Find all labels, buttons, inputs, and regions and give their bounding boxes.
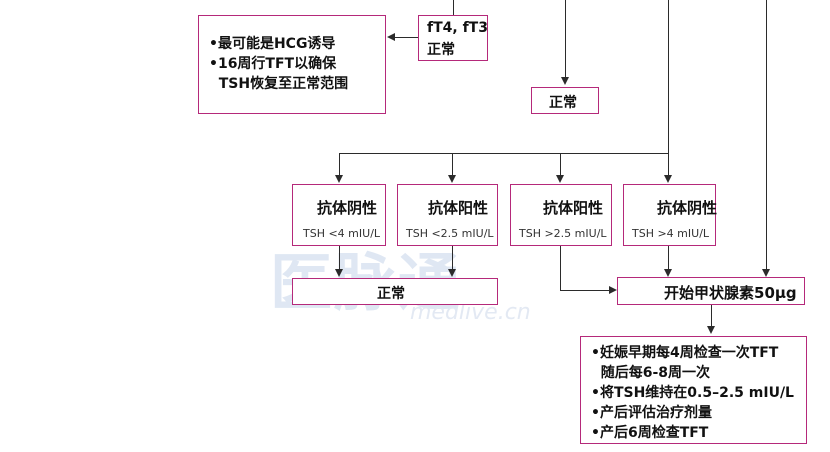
arrow-ab-neg-2 [664, 175, 672, 183]
hcg-note-box: •最可能是HCG诱导 •16周行TFT以确保 TSH恢复至正常范围 [198, 15, 386, 114]
ab-pos-2-threshold: TSH >2.5 mIU/L [519, 227, 607, 240]
arrow-ab-neg-2-to-start [664, 269, 672, 277]
arrow-to-hcg [387, 33, 395, 41]
ft4-ft3-normal: 正常 [427, 42, 455, 58]
hcg-note-line-3: TSH恢复至正常范围 [209, 76, 349, 92]
connector-ft4-to-hcg [394, 37, 418, 39]
arrow-ab-pos-2 [556, 175, 564, 183]
connector-ab-pos-2-to-start [560, 290, 610, 292]
followup-line-2: 随后每6-8周一次 [591, 365, 711, 381]
connector-ab-pos-1-down [452, 246, 454, 270]
ft4-ft3-label: fT4, fT3 [427, 20, 488, 36]
arrow-to-followup [707, 326, 715, 334]
normal-mid-label: 正常 [377, 286, 405, 302]
followup-line-3: •将TSH维持在0.5–2.5 mIU/L [591, 385, 794, 401]
ab-neg-1-title: 抗体阴性 [317, 199, 378, 217]
normal-top-box: 正常 [531, 87, 599, 114]
ab-neg-1-threshold: TSH <4 mIU/L [303, 227, 381, 240]
normal-top-label: 正常 [549, 95, 577, 111]
ab-pos-1-threshold: TSH <2.5 mIU/L [406, 227, 494, 240]
ab-pos-2-title: 抗体阳性 [543, 199, 604, 217]
arrow-right-to-start [762, 269, 770, 277]
connector-ab-neg-2-down [668, 246, 670, 270]
start-dose-label: 开始甲状腺素50μg [664, 284, 797, 302]
drop-ab-neg-1 [339, 153, 341, 176]
ab-neg-2-threshold: TSH >4 mIU/L [632, 227, 710, 240]
connector-right-to-start [766, 0, 768, 270]
ab-neg-2-box: 抗体阴性 TSH >4 mIU/L [623, 184, 718, 246]
followup-line-5: •产后6周检查TFT [591, 425, 709, 441]
arrow-ab-neg-1 [335, 175, 343, 183]
connector-to-normal-top [565, 0, 567, 78]
drop-ab-pos-1 [452, 153, 454, 176]
arrow-normal-mid-1 [335, 269, 343, 277]
arrow-to-start-dose [609, 286, 617, 294]
hcg-note-line-1: •最可能是HCG诱导 [209, 36, 336, 52]
followup-box: •妊娠早期每4周检查一次TFT 随后每6-8周一次 •将TSH维持在0.5–2.… [580, 336, 807, 444]
hcg-note-line-2: •16周行TFT以确保 [209, 56, 337, 72]
ft4-ft3-box: fT4, fT3 正常 [418, 15, 488, 61]
arrow-normal-mid-2 [448, 269, 456, 277]
connector-top-to-branch [668, 0, 670, 153]
followup-line-4: •产后评估治疗剂量 [591, 405, 712, 421]
followup-line-1: •妊娠早期每4周检查一次TFT [591, 345, 779, 361]
ab-neg-2-title: 抗体阴性 [657, 199, 718, 217]
ab-neg-1-box: 抗体阴性 TSH <4 mIU/L [292, 184, 386, 246]
connector-ab-pos-2-down [560, 246, 562, 290]
connector-ab-neg-1-down [339, 246, 341, 270]
ab-pos-1-box: 抗体阳性 TSH <2.5 mIU/L [397, 184, 498, 246]
arrow-to-normal-top [561, 77, 569, 85]
ab-pos-2-box: 抗体阳性 TSH >2.5 mIU/L [510, 184, 612, 246]
arrow-ab-pos-1 [448, 175, 456, 183]
ab-pos-1-title: 抗体阳性 [428, 199, 489, 217]
drop-ab-pos-2 [560, 153, 562, 176]
normal-mid-box: 正常 [292, 278, 498, 305]
drop-ab-neg-2 [668, 153, 670, 176]
branch-line [339, 153, 669, 155]
connector-start-to-followup [711, 305, 713, 327]
start-dose-box: 开始甲状腺素50μg [617, 277, 805, 305]
connector-top-to-ft4 [453, 0, 455, 15]
